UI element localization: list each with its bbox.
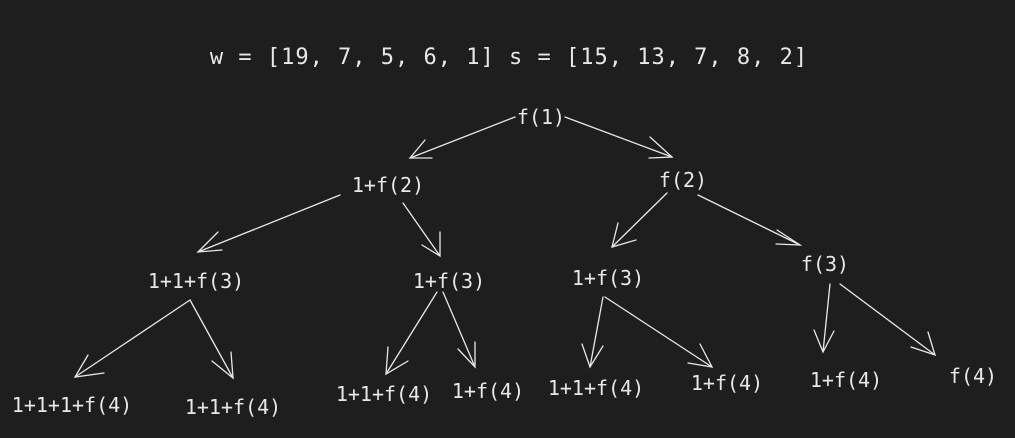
node-l2-c: 1+f(3) [571, 266, 645, 290]
node-l1-right: f(2) [658, 168, 708, 192]
edge-l2a-to-l3a [73, 299, 191, 378]
node-l3-g: 1+f(4) [809, 368, 883, 392]
edge-l1right-to-l2c [611, 192, 668, 248]
edge-l1left-to-l2b [402, 202, 441, 258]
edge-l2c-to-l3f [604, 296, 714, 368]
node-l3-e: 1+1+f(4) [547, 376, 645, 400]
edge-root-to-l1-right [564, 116, 674, 159]
edge-l2a-to-l3b [189, 299, 234, 380]
edge-l2d-to-l3h [839, 283, 936, 357]
edge-root-to-l1-left [408, 116, 516, 159]
node-l2-b: 1+f(3) [412, 269, 486, 293]
edge-l2b-to-l3c [385, 291, 438, 376]
node-root: f(1) [516, 105, 566, 129]
edge-l1left-to-l2a [196, 194, 341, 253]
edge-l2d-to-l3g [813, 283, 835, 354]
node-l3-c: 1+1+f(4) [335, 382, 433, 406]
header-equation: w = [19, 7, 5, 6, 1] s = [15, 13, 7, 8, … [209, 45, 809, 70]
node-l2-a: 1+1+f(3) [147, 269, 245, 293]
node-l3-a: 1+1+1+f(4) [11, 393, 133, 417]
node-l3-b: 1+1+f(4) [184, 395, 282, 419]
node-l1-left: 1+f(2) [351, 173, 425, 197]
node-l3-d: 1+f(4) [451, 379, 525, 403]
edge-l2b-to-l3d [442, 291, 476, 369]
edge-l1right-to-l2d [697, 194, 803, 246]
node-l3-h: f(4) [948, 364, 998, 388]
node-l3-f: 1+f(4) [690, 371, 764, 395]
edge-l2c-to-l3e [581, 296, 604, 369]
node-l2-d: f(3) [800, 252, 850, 276]
